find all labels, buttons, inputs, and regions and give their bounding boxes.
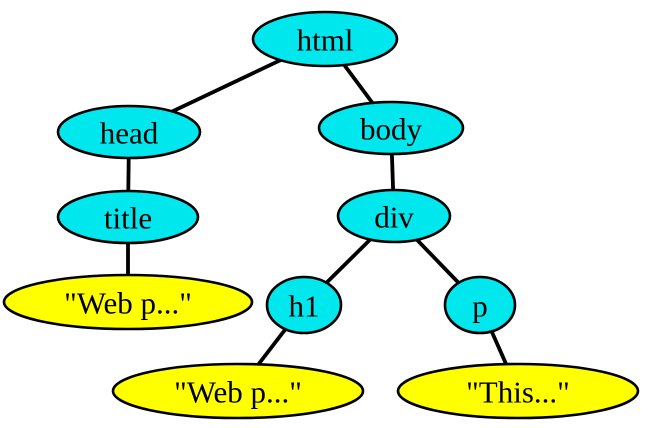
node-body: body bbox=[317, 100, 465, 156]
node-label-head: head bbox=[100, 116, 159, 151]
node-title: title bbox=[56, 189, 200, 245]
text-node-shape bbox=[396, 362, 640, 420]
node-label-p: p bbox=[472, 289, 488, 324]
element-node-shape bbox=[265, 275, 343, 335]
node-label-title: title bbox=[104, 201, 152, 236]
element-node-shape bbox=[336, 188, 452, 244]
element-node-shape bbox=[56, 189, 200, 245]
element-node-shape bbox=[251, 10, 399, 68]
node-label-body: body bbox=[360, 112, 423, 147]
node-label-text-p: "This..." bbox=[466, 375, 570, 410]
text-node-shape bbox=[2, 273, 254, 331]
node-label-html: html bbox=[297, 23, 354, 58]
node-html: html bbox=[251, 10, 399, 68]
element-node-shape bbox=[317, 100, 465, 156]
node-text-h1: "Web p..." bbox=[111, 362, 365, 420]
node-p: p bbox=[443, 275, 517, 335]
node-div: div bbox=[336, 188, 452, 244]
element-node-shape bbox=[56, 104, 202, 160]
node-text-p: "This..." bbox=[396, 362, 640, 420]
node-head: head bbox=[56, 104, 202, 160]
node-label-text-h1: "Web p..." bbox=[174, 375, 302, 410]
node-text-title: "Web p..." bbox=[2, 273, 254, 331]
text-node-shape bbox=[111, 362, 365, 420]
node-label-text-title: "Web p..." bbox=[64, 286, 192, 321]
element-node-shape bbox=[443, 275, 517, 335]
nodes-layer: html head body title div "Web p..." h1 p "Web p.… bbox=[2, 10, 640, 420]
node-h1: h1 bbox=[265, 275, 343, 335]
node-label-h1: h1 bbox=[289, 289, 320, 324]
node-label-div: div bbox=[374, 200, 414, 235]
